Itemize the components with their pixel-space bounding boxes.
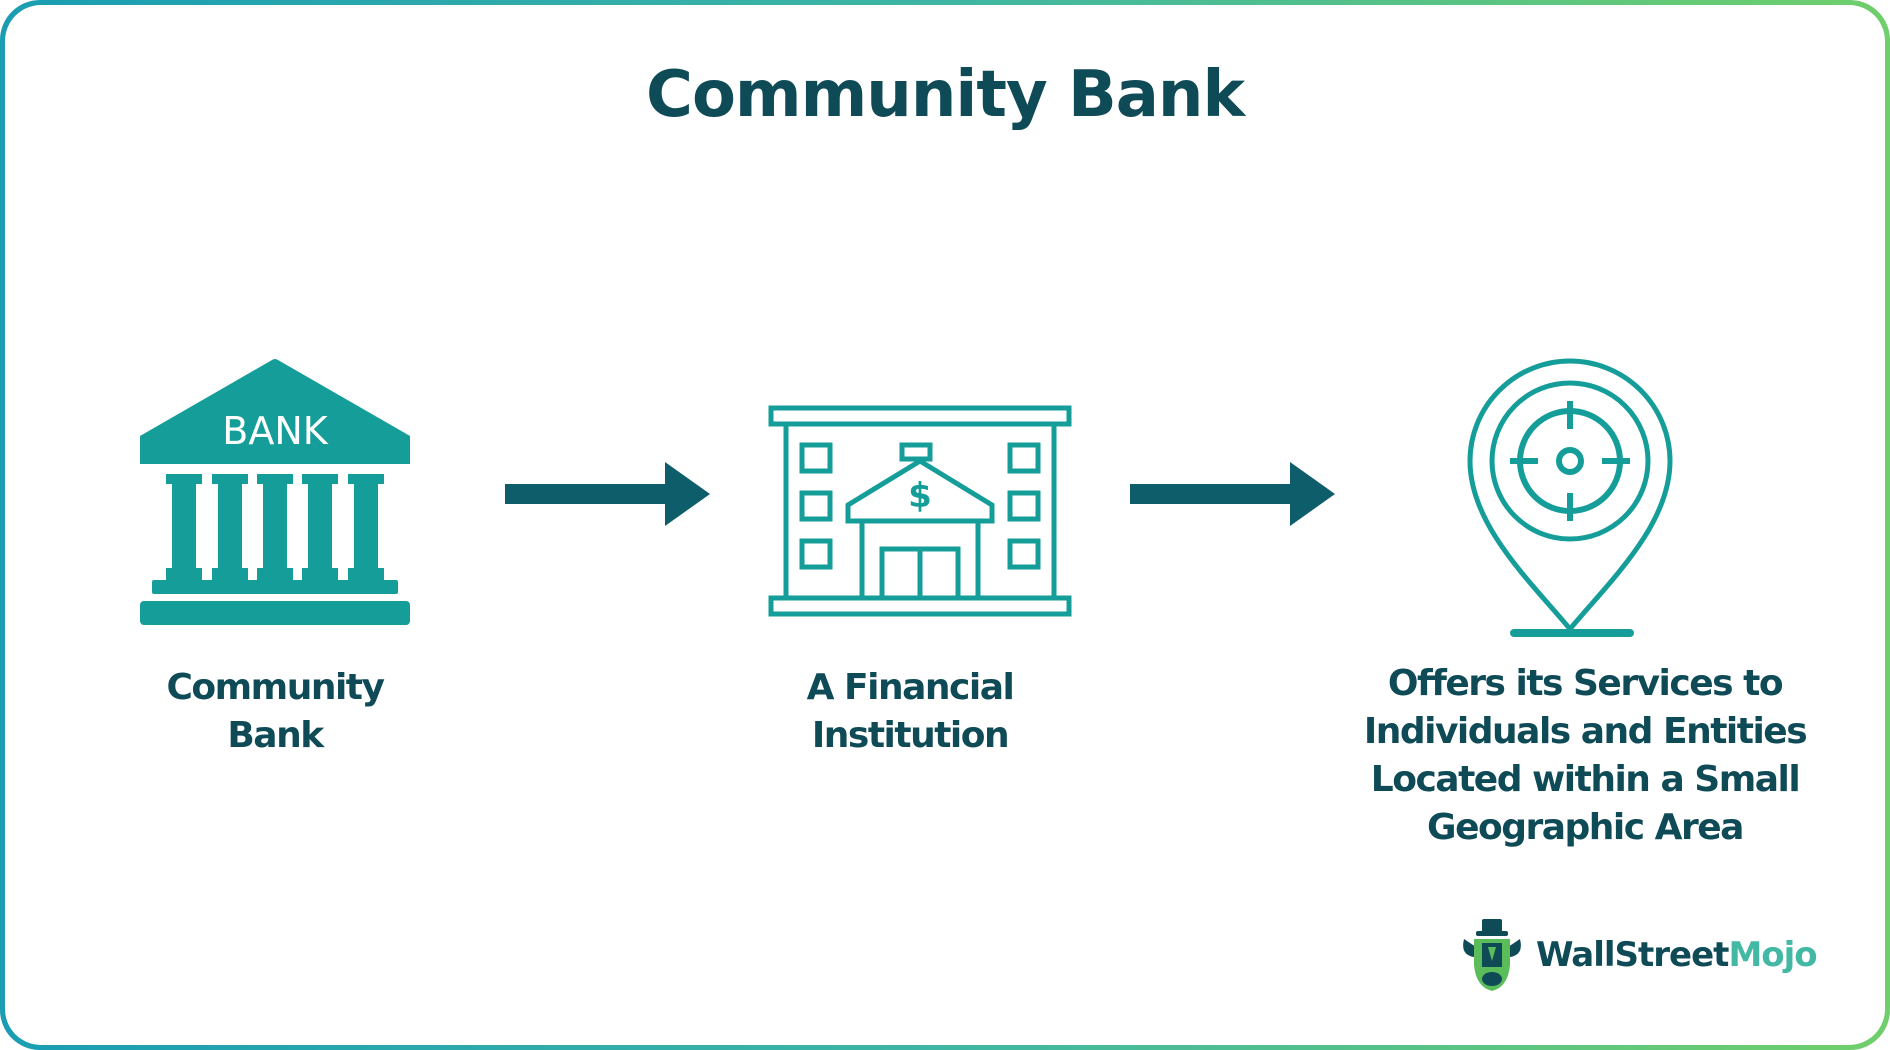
label-line: Community <box>166 667 385 708</box>
brand-logo: WallStreetMojo <box>1460 919 1818 991</box>
diagram-title: Community Bank <box>645 58 1245 132</box>
arrow-right-icon <box>1130 462 1335 526</box>
office-building-dollar-icon: $ <box>768 405 1072 617</box>
label-line: Located within a Small <box>1370 759 1801 800</box>
bull-mascot-icon <box>1463 919 1521 991</box>
step-label-financial-institution: A Financial Institution <box>740 664 1080 760</box>
label-line: Offers its Services to <box>1387 663 1784 704</box>
label-line: Institution <box>811 715 1010 756</box>
step-label-community-bank: Community Bank <box>100 664 450 760</box>
label-line: Geographic Area <box>1427 807 1744 848</box>
step-label-services-description: Offers its Services to Individuals and E… <box>1330 660 1840 852</box>
bank-sign-text: BANK <box>222 409 328 453</box>
label-line: Bank <box>227 715 324 756</box>
brand-wordmark-part2: Mojo <box>1728 935 1817 975</box>
brand-wordmark: WallStreetMojo <box>1536 935 1818 975</box>
arrow-right-icon <box>505 462 710 526</box>
location-target-pin-icon <box>1467 358 1673 637</box>
dollar-sign-symbol: $ <box>908 476 932 516</box>
label-line: Individuals and Entities <box>1363 711 1808 752</box>
bank-building-icon: BANK <box>140 359 410 625</box>
label-line: A Financial <box>806 667 1015 708</box>
brand-wordmark-part1: WallStreet <box>1536 935 1729 975</box>
